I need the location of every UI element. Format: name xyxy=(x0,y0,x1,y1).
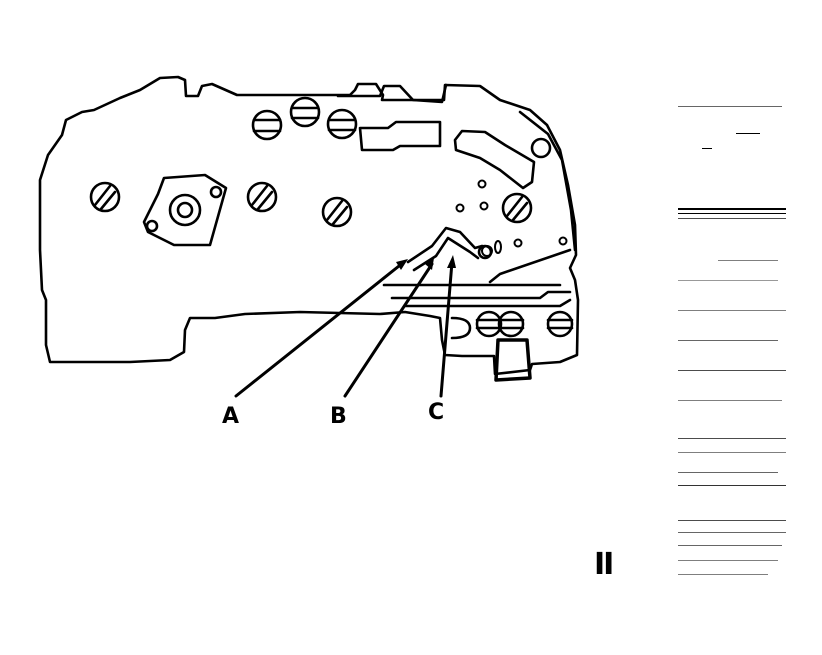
upper-slot xyxy=(358,120,442,152)
small-holes xyxy=(455,179,568,257)
upper-ledge xyxy=(336,83,448,104)
lever-pivot xyxy=(477,244,493,260)
leader-lines xyxy=(234,260,454,398)
lower-rail-2 xyxy=(390,290,572,300)
plate-hole-left xyxy=(145,219,159,233)
figure-marker: II xyxy=(594,547,614,582)
bottom-bracket xyxy=(494,338,532,382)
diagonal-slot xyxy=(453,129,536,190)
lower-rail-3 xyxy=(403,298,572,308)
mounting-plate xyxy=(142,173,228,247)
plate-boss-outer xyxy=(168,193,202,227)
right-edge-channel xyxy=(518,110,577,252)
plate-hole-right xyxy=(209,185,223,199)
callout-label-a: A xyxy=(222,404,240,429)
callout-label-b: B xyxy=(330,404,347,429)
plate-boss-inner xyxy=(176,201,194,219)
illegible-scanned-text-column xyxy=(678,100,786,580)
lower-plugs xyxy=(450,310,574,340)
lower-step xyxy=(488,248,572,284)
valve-body-outline xyxy=(38,75,580,376)
arrowheads xyxy=(396,255,456,270)
hatched-plugs xyxy=(89,96,533,228)
lever-link xyxy=(406,226,484,272)
small-lug xyxy=(530,137,552,159)
callout-label-c: C xyxy=(428,400,445,425)
